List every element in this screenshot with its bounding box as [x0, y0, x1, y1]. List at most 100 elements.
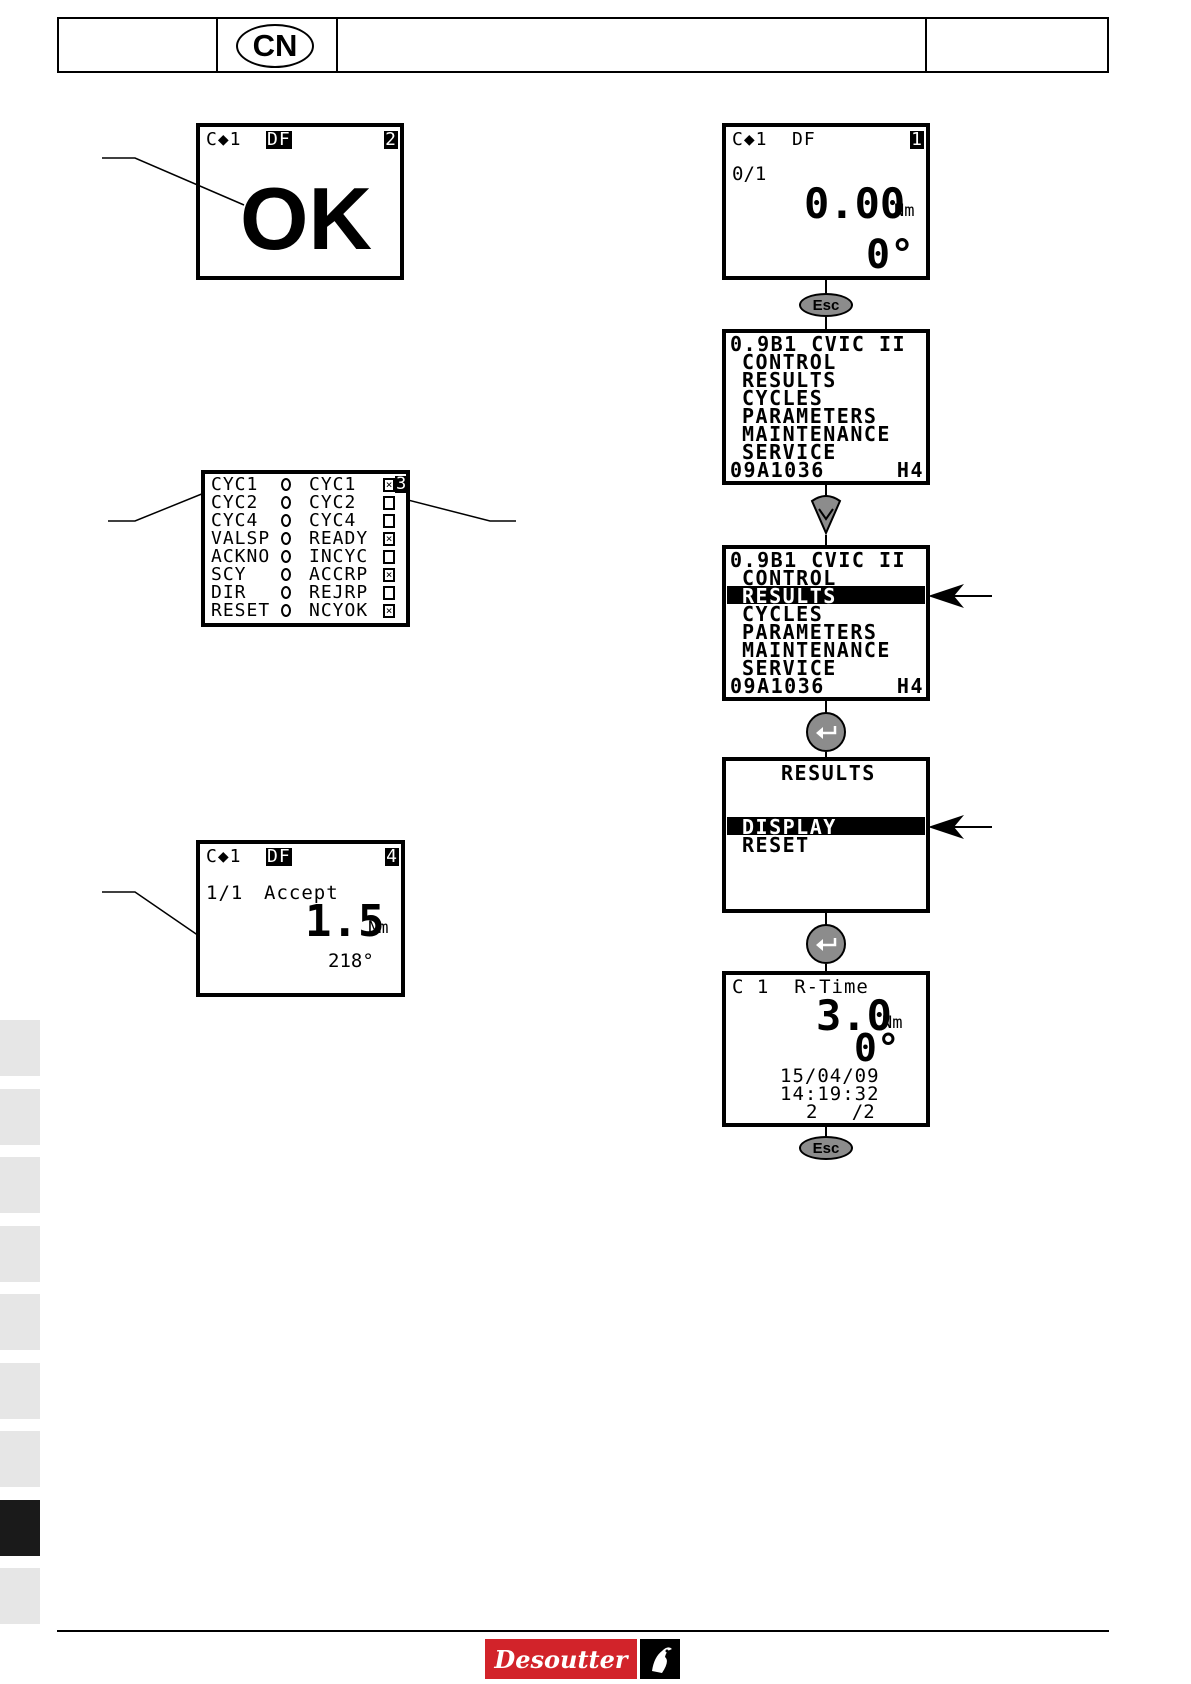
output-signal-label: NCYOK	[309, 600, 369, 621]
section-tab[interactable]	[0, 1431, 40, 1487]
menu-selection-highlight	[727, 586, 925, 604]
page-header	[57, 17, 1109, 73]
output-signal-label: REJRP	[309, 582, 369, 603]
checked-box-icon: ×	[383, 568, 395, 582]
language-badge: CN	[236, 24, 314, 68]
chevron-down-icon	[818, 508, 834, 521]
esc-button[interactable]: Esc	[799, 1136, 853, 1160]
flow-connector	[825, 1127, 827, 1139]
screen-rtime-result: C 1 R-Time 3.0 Nm 0° 15/04/09 14:19:32 2…	[722, 971, 930, 1127]
flow-connector	[825, 752, 827, 758]
section-tab[interactable]	[0, 1157, 40, 1213]
enter-button[interactable]	[806, 712, 846, 752]
menu-item-control[interactable]: CONTROL	[742, 566, 837, 590]
menu-item-results[interactable]: RESULTS	[742, 368, 837, 392]
flow-connector	[825, 317, 827, 329]
torque-value: 0.00	[804, 179, 906, 228]
input-signal-label: CYC1	[211, 474, 259, 495]
output-signal-label: ACCRP	[309, 564, 369, 585]
rtime-torque: 3.0	[816, 991, 892, 1040]
result-count: 1/1	[206, 882, 244, 904]
rtime-time: 14:19:32	[780, 1083, 880, 1105]
output-signal-label: INCYC	[309, 546, 369, 567]
checked-box-icon: ×	[383, 604, 395, 618]
menu-item-maintenance[interactable]: MAINTENANCE	[742, 422, 891, 446]
empty-box-icon	[383, 496, 395, 510]
enter-button[interactable]	[806, 924, 846, 964]
flow-connector	[825, 280, 827, 300]
menu-item-parameters[interactable]: PARAMETERS	[742, 620, 878, 644]
enter-arrow-icon	[816, 938, 837, 951]
input-led-icon	[281, 568, 291, 581]
page-number: 3	[395, 474, 407, 494]
menu-item-parameters[interactable]: PARAMETERS	[742, 404, 878, 428]
output-signal-label: CYC2	[309, 492, 357, 513]
torque-unit: Nm	[882, 1013, 903, 1033]
input-led-icon	[281, 604, 291, 617]
section-tab[interactable]	[0, 1499, 40, 1556]
menu-item-control[interactable]: CONTROL	[742, 350, 837, 374]
status-mode: DF	[266, 846, 292, 867]
chevron-down-icon	[810, 495, 842, 536]
input-led-icon	[281, 532, 291, 545]
enter-arrow-icon	[816, 726, 837, 739]
section-tab[interactable]	[0, 1020, 40, 1076]
flow-connector	[825, 964, 827, 972]
result-angle: 218°	[328, 950, 374, 972]
input-signal-label: CYC2	[211, 492, 259, 513]
menu-item-reset[interactable]: RESET	[742, 833, 810, 857]
section-tab[interactable]	[0, 1088, 40, 1145]
header-divider	[216, 19, 218, 71]
callout-ok-line	[102, 157, 245, 206]
checked-box-icon: ×	[383, 478, 395, 492]
input-led-icon	[281, 550, 291, 563]
results-title: RESULTS	[781, 761, 876, 785]
input-led-icon	[281, 586, 291, 599]
header-divider	[925, 19, 927, 71]
esc-button[interactable]: Esc	[799, 293, 853, 317]
menu-item-service[interactable]: SERVICE	[742, 440, 837, 464]
menu-item-display[interactable]: DISPLAY	[742, 815, 837, 839]
torque-unit: Nm	[368, 918, 389, 938]
rtime-date: 15/04/09	[780, 1065, 880, 1087]
ok-text: OK	[240, 169, 372, 268]
input-signal-label: RESET	[211, 600, 271, 621]
menu-item-cycles[interactable]: CYCLES	[742, 386, 824, 410]
menu-item-cycles[interactable]: CYCLES	[742, 602, 824, 626]
down-arrow-button[interactable]	[809, 495, 843, 537]
header-divider	[336, 19, 338, 71]
angle-value: 0°	[866, 232, 915, 278]
menu-item-maintenance[interactable]: MAINTENANCE	[742, 638, 891, 662]
section-tab[interactable]	[0, 1225, 40, 1282]
status-cycle: C◆1	[206, 129, 242, 150]
screen-main: C◆1 DF 1 0/1 0.00 Nm 0°	[722, 123, 930, 280]
flow-connector	[825, 701, 827, 713]
flow-connector	[825, 485, 827, 497]
cycle-count: 0/1	[732, 163, 767, 185]
callout-io-left-line	[108, 488, 215, 522]
input-led-icon	[281, 478, 291, 491]
output-signal-label: READY	[309, 528, 369, 549]
section-tab[interactable]	[0, 1362, 40, 1419]
section-tab[interactable]	[0, 1568, 40, 1624]
rtime-header: C 1 R-Time	[732, 976, 869, 998]
screen-ok: C◆1 DF 2 OK	[196, 123, 404, 280]
menu-item-results[interactable]: RESULTS	[742, 584, 837, 608]
result-torque: 1.5	[305, 896, 385, 947]
input-signal-label: ACKNO	[211, 546, 271, 567]
page-number: 4	[385, 846, 399, 867]
torque-unit: Nm	[894, 201, 915, 221]
menu-item-service[interactable]: SERVICE	[742, 656, 837, 680]
selection-arrow-icon	[928, 584, 992, 608]
menu-version: 0.9B1 CVIC II	[730, 548, 907, 572]
page-number: 2	[384, 129, 398, 150]
selection-arrow-icon	[928, 815, 992, 839]
status-cycle: C◆1	[206, 846, 242, 867]
footer-rule	[57, 1630, 1109, 1632]
section-tab[interactable]	[0, 1294, 40, 1350]
flow-connector	[825, 535, 827, 547]
